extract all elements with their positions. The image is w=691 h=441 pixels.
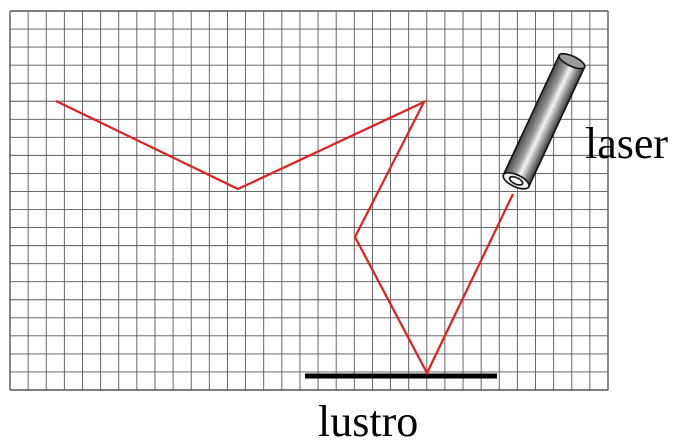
laser-label: laser — [585, 119, 668, 168]
grid — [9, 10, 609, 391]
mirror-label: lustro — [318, 397, 418, 441]
laser-beam-path — [55, 99, 514, 376]
laser-pointer-icon — [502, 52, 586, 190]
